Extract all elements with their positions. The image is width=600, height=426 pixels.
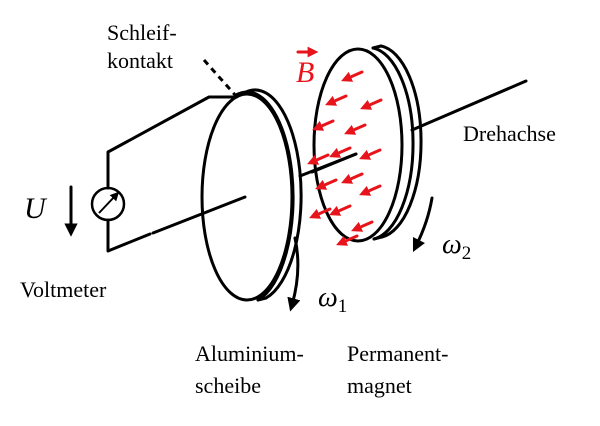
- field-arrow: [344, 123, 367, 135]
- field-arrow: [341, 70, 364, 82]
- field-arrow: [360, 98, 383, 110]
- rotation-arrow-icon: [287, 236, 301, 312]
- permanent-magnet-disc: [307, 44, 423, 246]
- field-arrow: [336, 234, 359, 246]
- field-symbol: B: [296, 46, 319, 89]
- axis-right: [410, 79, 528, 132]
- aluminium-disc: [200, 88, 303, 302]
- axis-left: [151, 195, 247, 235]
- wire-top: [106, 95, 238, 190]
- omega1-symbol: ω1: [318, 282, 347, 317]
- rotation-arrow-icon: [412, 196, 434, 253]
- wire-bottom: [106, 218, 152, 253]
- field-arrow: [315, 178, 338, 190]
- field-arrow: [329, 204, 352, 216]
- field-arrow: [341, 172, 364, 184]
- label-voltmeter: Voltmeter: [20, 277, 107, 302]
- label-aluminium-2: scheibe: [195, 373, 261, 398]
- label-permanent-2: magnet: [347, 373, 412, 398]
- field-arrow: [307, 153, 330, 165]
- voltmeter-gauge-icon: [90, 186, 126, 222]
- sliding-contact-pointer: [202, 59, 238, 97]
- axis-inside-magnet: [310, 152, 358, 174]
- field-arrow: [312, 119, 335, 131]
- omega2-symbol: ω2: [442, 229, 471, 264]
- field-arrow: [325, 94, 348, 106]
- field-arrow: [329, 146, 352, 158]
- voltage-symbol: U: [24, 192, 48, 225]
- field-symbol-letter: B: [296, 56, 314, 89]
- field-arrow: [309, 207, 332, 219]
- field-arrow: [359, 148, 382, 160]
- label-schleifkontakt-1: Schleif-: [107, 20, 177, 45]
- field-arrow: [359, 184, 382, 196]
- magnetic-field-arrows: [307, 70, 383, 246]
- label-schleifkontakt-2: kontakt: [107, 48, 173, 73]
- field-arrow: [351, 220, 374, 232]
- label-drehachse: Drehachse: [463, 121, 556, 146]
- label-aluminium-1: Aluminium-: [195, 341, 304, 366]
- label-permanent-1: Permanent-: [347, 341, 448, 366]
